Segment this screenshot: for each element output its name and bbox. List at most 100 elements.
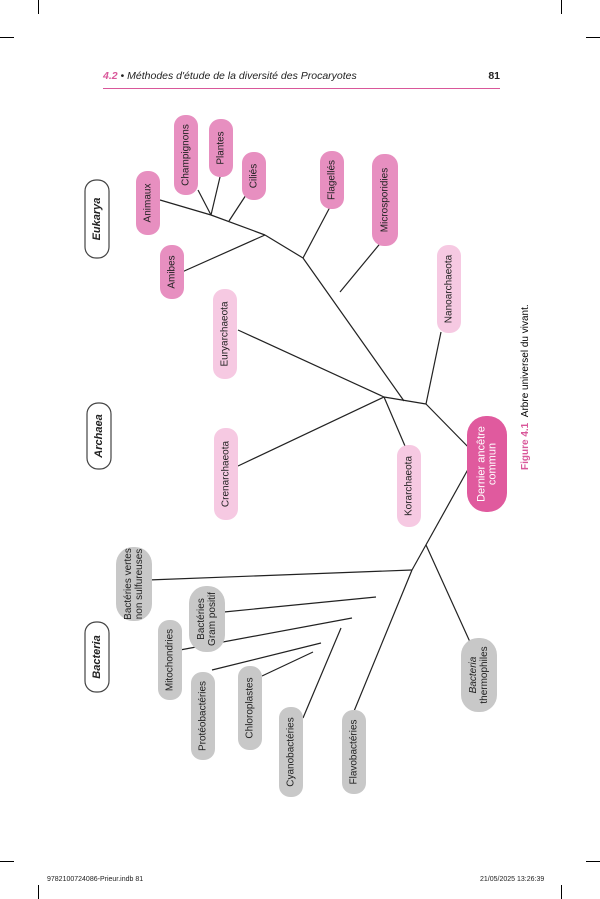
node-plantes: Plantes — [209, 119, 233, 177]
node-bacteria-thermophiles-label: Bacteria — [468, 656, 479, 693]
branch-champignons — [197, 189, 212, 216]
figure-caption: Figure 4.1 Arbre universel du vivant. — [520, 304, 531, 470]
node-flagelles: Flagellés — [320, 151, 344, 209]
node-flavobacteries-label: Flavobactéries — [349, 719, 360, 784]
node-korarchaeota-pill — [397, 445, 421, 527]
node-amibes: Amibes — [160, 245, 184, 299]
node-flavobacteries: Flavobactéries — [342, 710, 366, 794]
crop-mark — [38, 885, 39, 899]
domain-eukarya-pill — [84, 179, 110, 259]
crop-mark — [0, 861, 14, 862]
node-gram-positif-pill — [189, 586, 225, 652]
branch-korarchaeota — [383, 396, 406, 447]
node-chloroplastes: Chloroplastes — [238, 666, 262, 750]
print-slug-file: 9782100724086-Prieur.indb 81 — [47, 876, 144, 883]
node-euryarchaeota-label: Euryarchaeota — [220, 301, 231, 366]
node-cilies: Ciliés — [242, 152, 266, 200]
node-root-label: commun — [487, 443, 499, 485]
branch-amibes — [181, 234, 266, 273]
branch-gram-positif — [223, 596, 377, 613]
node-champignons: Champignons — [174, 115, 198, 195]
node-chloroplastes-label: Chloroplastes — [245, 677, 256, 738]
node-proteobacteries: Protéobactéries — [191, 672, 215, 760]
node-plantes-label: Plantes — [216, 131, 227, 164]
domain-archaea-label: Archaea — [93, 414, 105, 458]
crop-mark — [38, 0, 39, 14]
node-euryarchaeota-pill — [213, 289, 237, 379]
node-flavobacteries-pill — [342, 710, 366, 794]
branch-root-bacteria — [411, 454, 477, 571]
branch-cyanobacteries — [302, 627, 342, 719]
domain-eukarya: Eukarya — [84, 179, 110, 259]
section-heading: 4.2 • Méthodes d'étude de la diversité d… — [103, 70, 357, 82]
node-cyanobacteries-label: Cyanobactéries — [286, 717, 297, 786]
branch-eukarya-upper — [264, 234, 304, 259]
node-cilies-label: Ciliés — [249, 164, 260, 188]
node-champignons-pill — [174, 115, 198, 195]
node-crenarchaeota-label: Crenarchaeota — [221, 440, 232, 507]
node-flagelles-label: Flagellés — [327, 160, 338, 200]
node-crenarchaeota-pill — [214, 428, 238, 520]
node-cilies-pill — [242, 152, 266, 200]
branch-chloroplastes — [261, 651, 314, 677]
node-plantes-pill — [209, 119, 233, 177]
node-cyanobacteries-pill — [279, 707, 303, 797]
crop-mark — [561, 885, 562, 899]
branch-cilies — [228, 194, 247, 222]
domain-bacteria-label: Bacteria — [91, 635, 103, 678]
branch-proteobacteries — [211, 642, 322, 671]
node-microsporidies: Microsporidies — [372, 154, 398, 246]
node-root-pill — [467, 416, 507, 512]
domain-bacteria: Bacteria — [84, 621, 110, 693]
node-gram-positif-label: Bactéries — [196, 598, 207, 640]
node-korarchaeota-label: Korarchaeota — [404, 456, 415, 516]
branch-thermophiles — [425, 544, 471, 643]
node-cyanobacteries: Cyanobactéries — [279, 707, 303, 797]
node-bacteria-thermophiles-pill — [461, 638, 497, 712]
node-root-label: Dernier ancêtre — [476, 426, 488, 502]
domain-archaea-pill — [86, 402, 112, 470]
node-euryarchaeota: Euryarchaeota — [213, 289, 237, 379]
node-proteobacteries-pill — [191, 672, 215, 760]
crop-mark — [561, 0, 562, 14]
node-chloroplastes-pill — [238, 666, 262, 750]
section-title: Méthodes d'étude de la diversité des Pro… — [127, 70, 357, 82]
branch-plantes — [210, 176, 221, 216]
branch-crenarchaeota — [237, 396, 385, 467]
node-korarchaeota: Korarchaeota — [397, 445, 421, 527]
node-animaux-label: Animaux — [143, 184, 154, 223]
domain-archaea: Archaea — [86, 402, 112, 470]
node-nanoarchaeota: Nanoarchaeota — [437, 245, 461, 333]
branch-crown — [210, 214, 266, 236]
node-bacteria-thermophiles-label: thermophiles — [479, 646, 490, 703]
node-flagelles-pill — [320, 151, 344, 209]
node-mitochondries-pill — [158, 620, 182, 700]
node-bacteries-vertes-pill — [116, 547, 152, 621]
branch-eukarya-stem — [302, 257, 405, 402]
branch-euryarchaeota — [237, 329, 385, 398]
print-slug-datetime: 21/05/2025 13:26:39 — [480, 876, 545, 883]
branch-vertes — [147, 569, 413, 581]
branch-nanoarchaeota — [425, 331, 442, 405]
node-proteobacteries-label: Protéobactéries — [198, 681, 209, 751]
node-champignons-label: Champignons — [181, 124, 192, 186]
caption-label: Figure 4.1 — [520, 422, 531, 470]
node-microsporidies-pill — [372, 154, 398, 246]
node-nanoarchaeota-pill — [437, 245, 461, 333]
crop-mark — [586, 37, 600, 38]
crop-mark — [586, 861, 600, 862]
node-amibes-label: Amibes — [167, 255, 178, 288]
branch-flagelles — [302, 206, 331, 259]
domain-bacteria-pill — [84, 621, 110, 693]
crop-mark — [0, 37, 14, 38]
node-nanoarchaeota-label: Nanoarchaeota — [444, 254, 455, 323]
node-mitochondries: Mitochondries — [158, 620, 182, 700]
branch-animaux — [159, 199, 212, 216]
node-amibes-pill — [160, 245, 184, 299]
branch-microsporidies — [339, 239, 384, 293]
